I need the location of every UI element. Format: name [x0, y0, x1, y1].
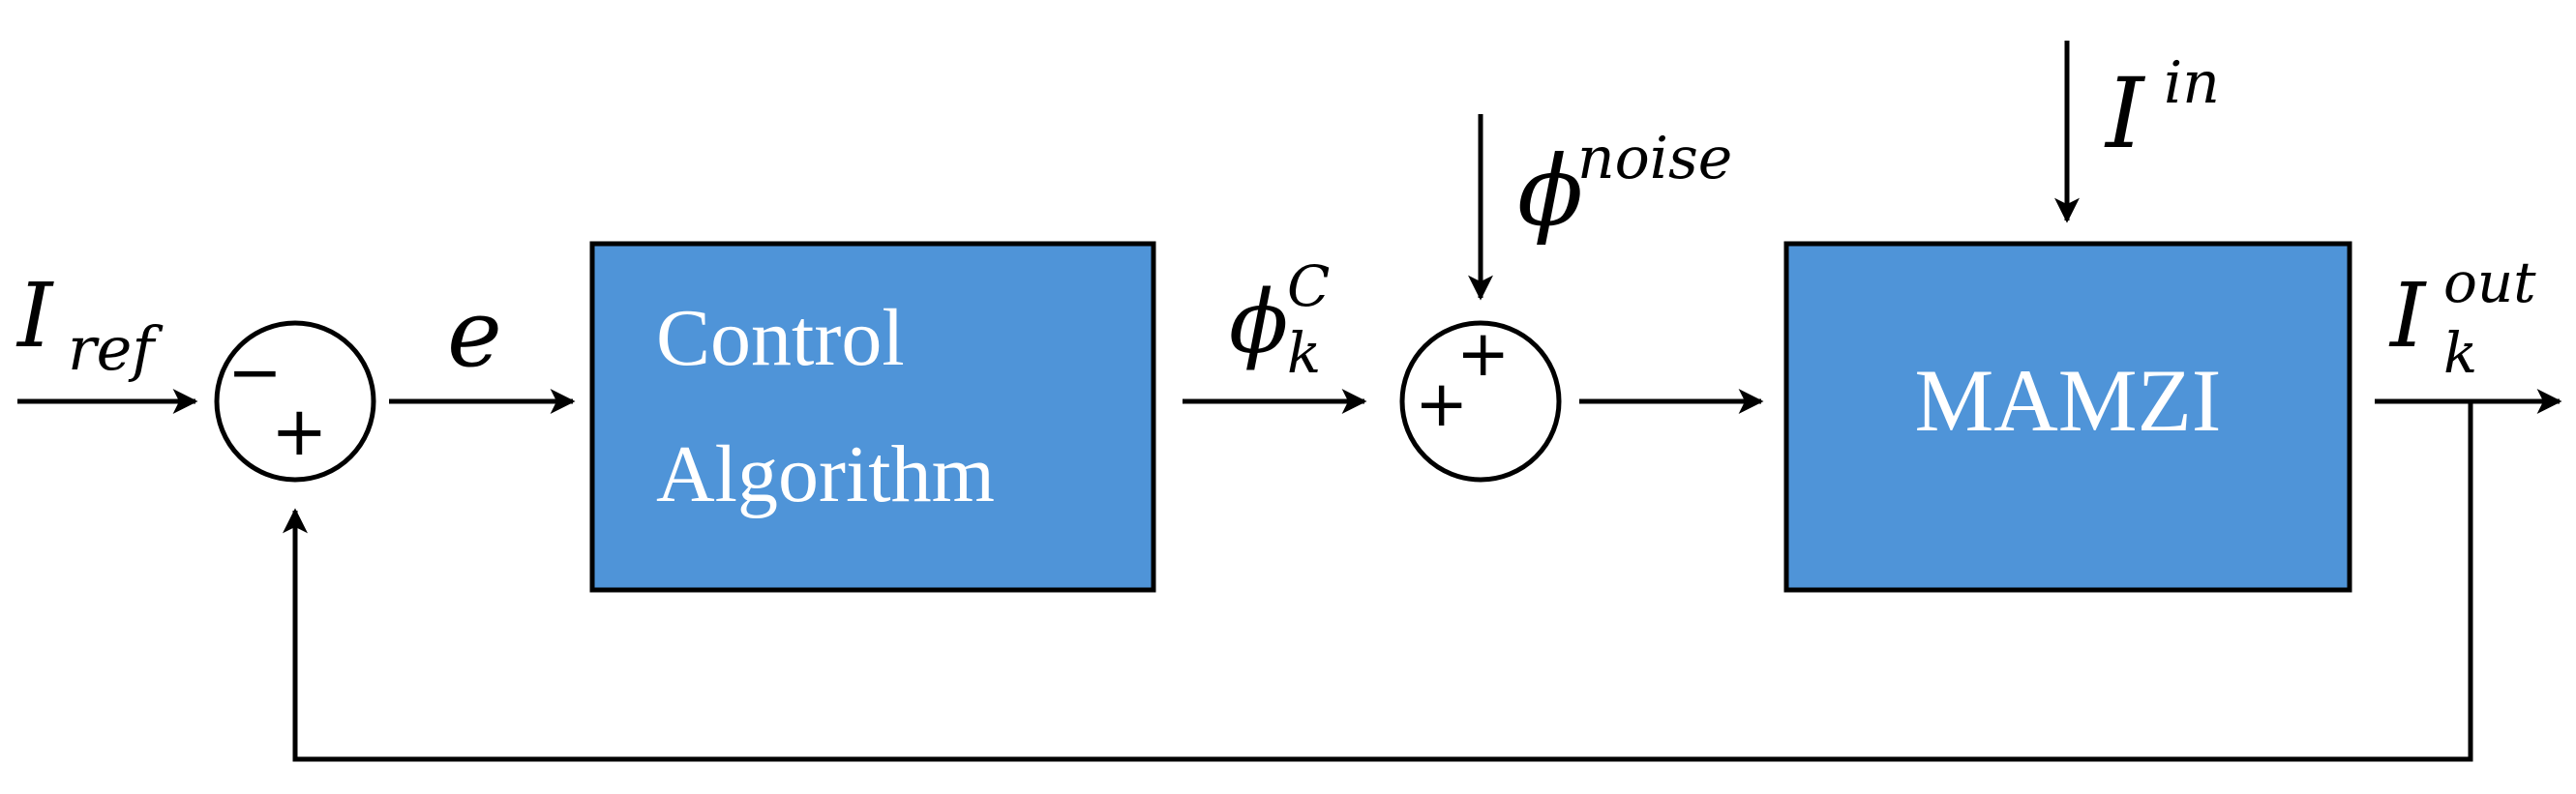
control-block-label-line1: Control — [656, 293, 905, 383]
reference-label-base: I — [15, 264, 54, 368]
control-label-superscript: C — [1287, 253, 1330, 319]
error-signal-label: e — [447, 279, 502, 388]
output-label-base: I — [2388, 264, 2427, 368]
reference-signal-label: I ref — [15, 264, 164, 384]
junction1-minus-sign: − — [227, 335, 283, 411]
summing-junction-error — [214, 320, 376, 483]
control-label-subscript: k — [1287, 320, 1321, 386]
input-label-superscript: in — [2164, 49, 2220, 117]
summing-junction-noise — [1399, 320, 1562, 483]
reference-label-subscript: ref — [68, 313, 164, 384]
feedback-path — [283, 401, 2473, 762]
noise-label-superscript: noise — [1577, 125, 1732, 192]
mamzi-block — [1783, 241, 2352, 593]
input-light-label: I in — [2104, 49, 2220, 170]
junction2-top-plus-sign: + — [1456, 316, 1510, 391]
junction1-plus-sign: + — [271, 392, 328, 471]
control-block-label-line2: Algorithm — [656, 429, 995, 519]
control-label-base: ϕ — [1229, 272, 1288, 373]
noise-signal-label: ϕ noise — [1517, 125, 1732, 248]
noise-label-base: ϕ — [1517, 134, 1583, 248]
output-signal-label: I out k — [2388, 250, 2536, 386]
control-algorithm-block — [589, 241, 1156, 593]
output-label-superscript: out — [2443, 250, 2536, 315]
plant-block-label: MAMZI — [1915, 351, 2222, 450]
junction2-left-plus-sign: + — [1415, 367, 1468, 441]
input-label-base: I — [2104, 57, 2146, 170]
output-label-subscript: k — [2443, 320, 2477, 386]
control-signal-label: ϕ C k — [1229, 253, 1330, 386]
